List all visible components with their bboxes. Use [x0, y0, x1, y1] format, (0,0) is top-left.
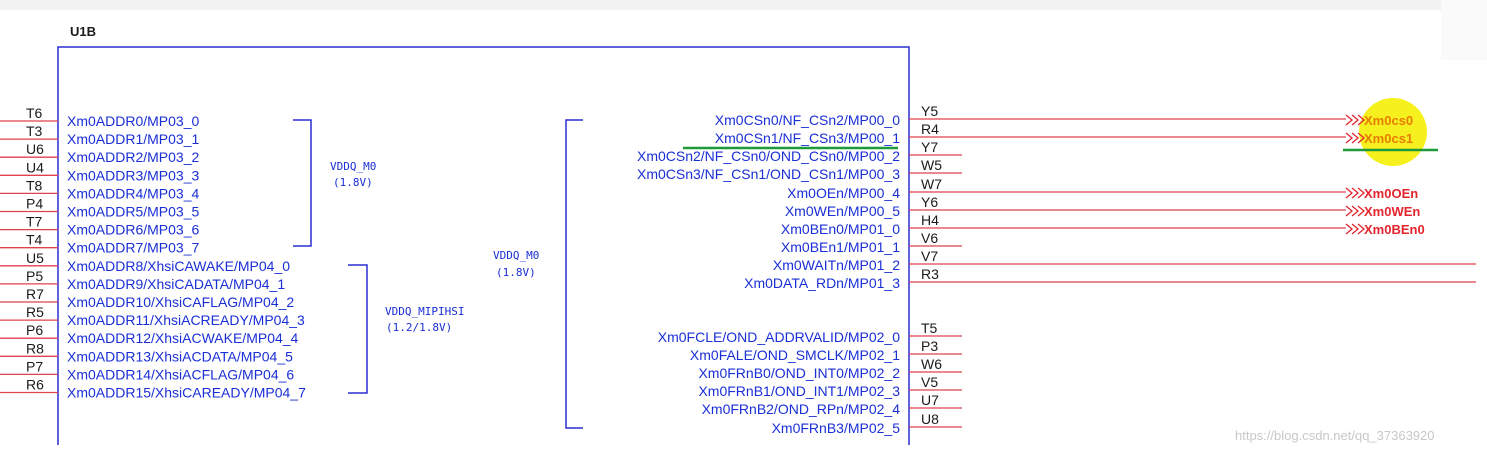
component-ref: U1B: [70, 24, 96, 39]
right-pin-number: U8: [921, 411, 939, 427]
right-pin-number: P3: [921, 338, 938, 354]
right-pin-name: Xm0CSn2/NF_CSn0/OND_CSn0/MP00_2: [637, 148, 900, 164]
right-pin-name: Xm0BEn1/MP01_1: [781, 239, 900, 255]
left-pin-number: T4: [26, 232, 43, 248]
right-pin-name: Xm0FRnB3/MP02_5: [772, 420, 901, 436]
right-pin-number: W6: [921, 356, 942, 372]
power-bracket-right: [565, 119, 583, 429]
power-group-1-name: VDDQ_M0: [330, 160, 376, 173]
left-pin-name: Xm0ADDR3/MP03_3: [67, 167, 199, 183]
left-pin-number: U5: [26, 250, 44, 266]
left-pin-name: Xm0ADDR8/XhsiCAWAKE/MP04_0: [67, 258, 290, 274]
right-pin-number: R3: [921, 266, 939, 282]
left-pin-name: Xm0ADDR11/XhsiACREADY/MP04_3: [67, 312, 305, 328]
left-pin-name: Xm0ADDR0/MP03_0: [67, 113, 199, 129]
right-pin-number: W7: [921, 176, 942, 192]
net-arrow-cs1: [1345, 132, 1366, 144]
net-label-oen: Xm0OEn: [1364, 186, 1418, 201]
left-pin-number: R7: [26, 286, 44, 302]
power-group-3-voltage: (1.8V): [496, 266, 536, 279]
left-pin-name: Xm0ADDR9/XhsiCADATA/MP04_1: [67, 276, 285, 292]
left-pin-number: T3: [26, 123, 43, 139]
right-pin-number: Y5: [921, 103, 938, 119]
right-pin-name: Xm0FRnB1/OND_INT1/MP02_3: [698, 383, 900, 399]
left-pin-name: Xm0ADDR2/MP03_2: [67, 149, 199, 165]
right-pin-number: R4: [921, 121, 939, 137]
left-pin-name: Xm0ADDR4/MP03_4: [67, 185, 199, 201]
left-pin-number: R8: [26, 340, 44, 356]
right-pin-name: Xm0WEn/MP00_5: [785, 203, 900, 219]
right-pin-name: Xm0BEn0/MP01_0: [781, 221, 900, 237]
right-pin-name: Xm0FRnB0/OND_INT0/MP02_2: [698, 365, 900, 381]
right-pin-number: H4: [921, 212, 939, 228]
top-right-band: [1441, 0, 1487, 60]
right-pin-name: Xm0CSn3/NF_CSn1/OND_CSn1/MP00_3: [637, 166, 900, 182]
power-group-2-voltage: (1.2/1.8V): [386, 321, 452, 334]
left-pin-number: T6: [26, 105, 43, 121]
power-group-2-name: VDDQ_MIPIHSI: [385, 305, 464, 318]
watermark: https://blog.csdn.net/qq_37363920: [1235, 428, 1435, 443]
left-pin-number: P5: [26, 268, 43, 284]
right-pin-number: T5: [921, 320, 938, 336]
right-pin-name: Xm0DATA_RDn/MP01_3: [744, 275, 900, 291]
left-pin-number: T8: [26, 177, 43, 193]
right-pin-number: V5: [921, 374, 938, 390]
net-arrow-wen: [1345, 205, 1366, 217]
left-pin-number: U6: [26, 141, 44, 157]
right-pin-name: Xm0FALE/OND_SMCLK/MP02_1: [690, 347, 900, 363]
left-pin-name: Xm0ADDR15/XhsiCAREADY/MP04_7: [67, 385, 306, 401]
left-pin-number: R5: [26, 304, 44, 320]
left-pin-name: Xm0ADDR10/XhsiCAFLAG/MP04_2: [67, 294, 294, 310]
power-group-1-voltage: (1.8V): [333, 176, 373, 189]
left-pin-name: Xm0ADDR5/MP03_5: [67, 204, 199, 220]
net-label-wen: Xm0WEn: [1364, 204, 1420, 219]
left-pin-name: Xm0ADDR13/XhsiACDATA/MP04_5: [67, 348, 293, 364]
power-bracket-addr-low: [293, 119, 312, 247]
net-arrow-oen: [1345, 187, 1366, 199]
right-pin-name: Xm0CSn1/NF_CSn3/MP00_1: [715, 130, 900, 146]
left-pin-number: P6: [26, 322, 43, 338]
right-pins: Y5Xm0CSn0/NF_CSn2/MP00_0R4Xm0CSn1/NF_CSn…: [637, 103, 1476, 436]
left-pin-number: U4: [26, 159, 44, 175]
right-pin-number: W5: [921, 157, 942, 173]
right-pin-number: V7: [921, 248, 938, 264]
right-pin-name: Xm0CSn0/NF_CSn2/MP00_0: [715, 112, 900, 128]
power-group-3-name: VDDQ_M0: [493, 249, 539, 262]
left-pin-name: Xm0ADDR6/MP03_6: [67, 222, 199, 238]
right-pin-name: Xm0OEn/MP00_4: [787, 185, 900, 201]
left-pin-number: P7: [26, 358, 43, 374]
right-pin-number: U7: [921, 392, 939, 408]
right-pin-number: Y7: [921, 139, 938, 155]
left-pin-name: Xm0ADDR7/MP03_7: [67, 240, 199, 256]
right-pin-name: Xm0FCLE/OND_ADDRVALID/MP02_0: [658, 329, 900, 345]
net-arrow-ben0: [1345, 223, 1366, 235]
left-pin-number: R6: [26, 377, 44, 393]
left-pin-name: Xm0ADDR1/MP03_1: [67, 131, 199, 147]
right-pin-name: Xm0FRnB2/OND_RPn/MP02_4: [702, 401, 901, 417]
right-pin-number: V6: [921, 230, 938, 246]
right-pin-name: Xm0WAITn/MP01_2: [773, 257, 900, 273]
right-pin-number: Y6: [921, 194, 938, 210]
net-label-cs0: Xm0cs0: [1364, 113, 1413, 128]
left-pin-name: Xm0ADDR14/XhsiACFLAG/MP04_6: [67, 366, 294, 382]
net-label-cs1: Xm0cs1: [1364, 131, 1413, 146]
power-bracket-addr-high: [348, 264, 368, 394]
net-arrow-cs0: [1345, 114, 1366, 126]
left-pin-number: T7: [26, 214, 43, 230]
left-pin-number: P4: [26, 196, 43, 212]
left-pin-name: Xm0ADDR12/XhsiACWAKE/MP04_4: [67, 330, 299, 346]
net-label-ben0: Xm0BEn0: [1364, 222, 1425, 237]
net-arrows: [1345, 114, 1366, 235]
top-band: [0, 0, 1487, 10]
